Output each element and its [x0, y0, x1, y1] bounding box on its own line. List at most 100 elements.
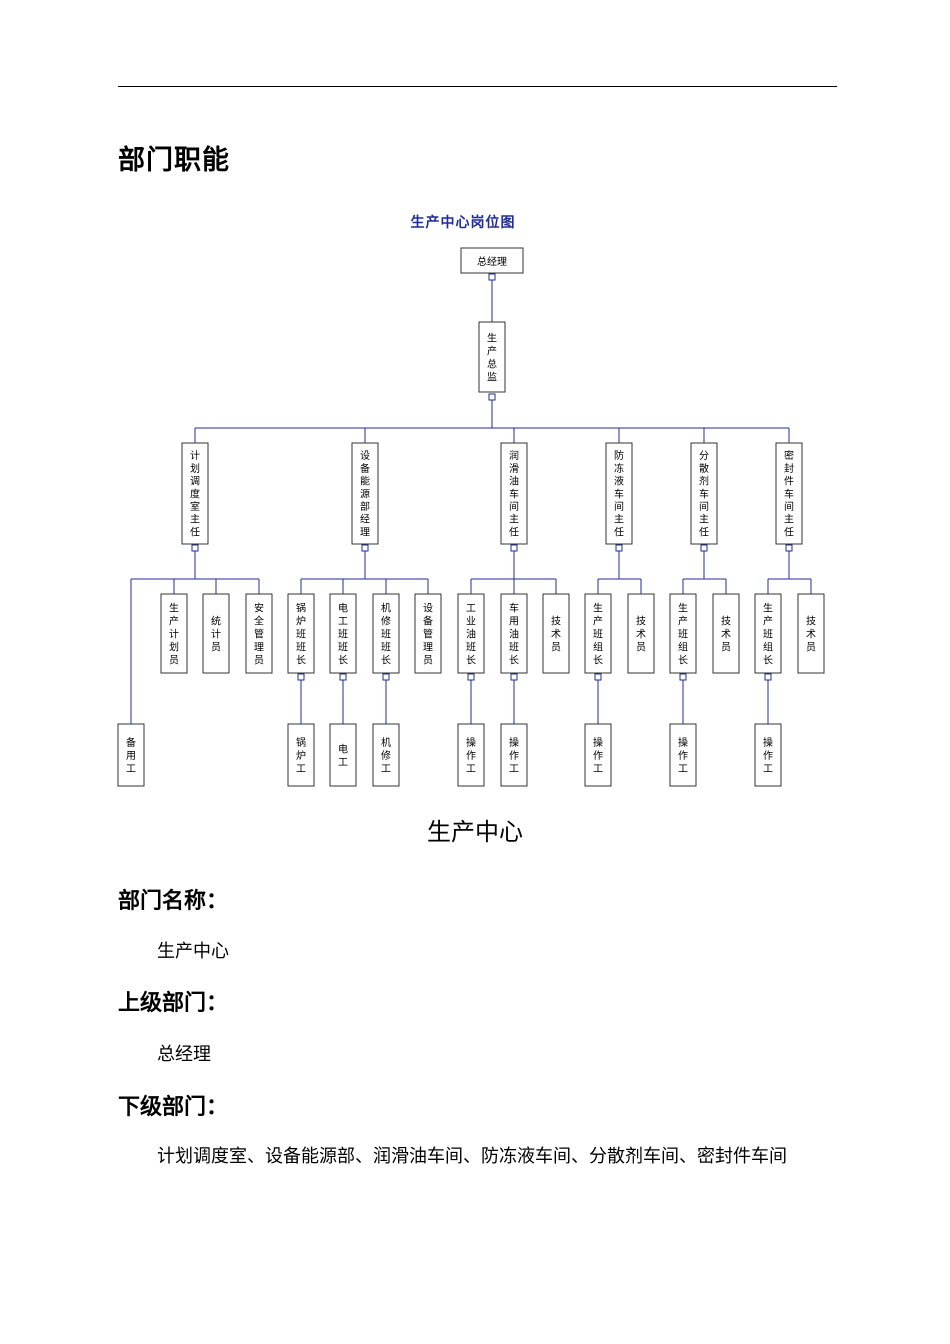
org-staff-box-label-char: 全 — [254, 614, 264, 627]
org-staff-box — [245, 593, 273, 674]
org-worker-box-label-char: 修 — [381, 749, 391, 762]
org-staff-box-label-char: 计 — [211, 627, 221, 640]
org-staff-box-label-char: 用 — [509, 616, 519, 627]
org-worker-box-label-char: 作 — [593, 750, 603, 762]
org-dept-box-label-char: 任 — [509, 525, 519, 538]
org-chart-title: 生产中心岗位图 — [411, 214, 516, 231]
org-dept-box-label-char: 划 — [190, 462, 200, 475]
org-staff-box-label-char: 员 — [423, 654, 433, 666]
org-staff-box-label-char: 长 — [509, 654, 519, 666]
org-staff-box-label-char: 机 — [381, 601, 391, 614]
org-worker-box — [329, 723, 357, 787]
org-worker-box — [669, 723, 697, 787]
org-dept-box-label-char: 部 — [360, 500, 370, 513]
header-rule — [118, 86, 837, 87]
org-staff-box-label-char: 班 — [338, 628, 348, 640]
chart-caption: 生产中心 — [427, 818, 523, 846]
org-dept-box-label-char: 液 — [614, 475, 624, 488]
connector-port — [615, 544, 623, 552]
page-heading: 部门职能 — [118, 145, 230, 176]
org-dept-box-label-char: 源 — [360, 487, 370, 500]
org-dept-box-label-char: 度 — [190, 487, 200, 500]
org-staff-box-label-char: 产 — [169, 614, 179, 627]
org-dept-box — [690, 442, 718, 545]
org-staff-box-label-char: 业 — [466, 615, 476, 627]
section-heading-parent-dept: 上级部门： — [118, 991, 229, 1016]
org-dept-box-label-char: 调 — [190, 476, 200, 488]
org-dept-box-label-char: 间 — [509, 500, 519, 513]
org-dept-box — [181, 442, 209, 545]
org-extra-box-label-char: 工 — [126, 764, 136, 775]
org-staff-box-label-char: 班 — [381, 628, 391, 640]
org-staff-box-label-char: 生 — [763, 601, 773, 614]
org-staff-box-label-char: 班 — [296, 641, 306, 653]
org-dept-box-label-char: 防 — [614, 449, 624, 462]
org-dept-box-label-char: 主 — [699, 514, 709, 526]
section-heading-dept-name: 部门名称： — [118, 889, 229, 914]
org-worker-box-label-char: 作 — [509, 750, 519, 762]
connector-port — [700, 544, 708, 552]
org-staff-box-label-char: 组 — [678, 640, 688, 653]
org-staff-box — [712, 593, 740, 674]
org-staff-box — [287, 593, 315, 674]
connector-port — [382, 673, 390, 681]
org-staff-box-label-char: 生 — [169, 601, 179, 614]
org-staff-box-label-char: 长 — [763, 654, 773, 666]
org-staff-box-label-char: 技 — [806, 614, 816, 627]
org-dept-box-label-char: 间 — [614, 500, 624, 513]
org-staff-box-label-char: 备 — [423, 614, 433, 627]
org-staff-box-label-char: 安 — [254, 601, 264, 614]
org-worker-box-label-char: 工 — [296, 764, 306, 775]
connector-port — [467, 673, 475, 681]
org-director-box — [478, 321, 506, 393]
org-staff-box — [542, 593, 570, 674]
org-worker-box-label-char: 工 — [678, 764, 688, 775]
org-staff-box-label-char: 术 — [551, 628, 561, 640]
org-staff-box-label-char: 理 — [254, 641, 264, 653]
org-extra-box — [117, 723, 145, 787]
org-staff-box-label-char: 员 — [806, 641, 816, 653]
org-staff-box-label-char: 长 — [466, 654, 476, 666]
org-staff-box-label-char: 计 — [169, 627, 179, 640]
org-staff-box-label-char: 技 — [636, 614, 646, 627]
connector-port — [510, 673, 518, 681]
connector-port — [339, 673, 347, 681]
org-staff-box-label-char: 油 — [466, 627, 476, 640]
section-text-sub-depts: 计划调度室、设备能源部、润滑油车间、防冻液车间、分散剂车间、密封件车间 — [157, 1146, 787, 1167]
org-dept-box-label-char: 间 — [699, 500, 709, 513]
org-worker-box-label-char: 作 — [466, 750, 476, 762]
org-staff-box-label-char: 班 — [678, 628, 688, 640]
org-worker-box — [584, 723, 612, 787]
org-worker-box-label-char: 工 — [338, 757, 348, 768]
org-staff-box-label-char: 修 — [381, 614, 391, 627]
org-staff-box-label-char: 长 — [593, 654, 603, 666]
org-worker-box-label-char: 机 — [381, 736, 391, 749]
org-staff-box-label-char: 组 — [593, 640, 603, 653]
org-worker-box-label-char: 作 — [763, 750, 773, 762]
org-worker-box-label-char: 操 — [593, 736, 603, 749]
org-dept-box-label-char: 备 — [360, 462, 370, 475]
org-staff-box — [202, 593, 230, 674]
org-staff-box-label-char: 油 — [509, 627, 519, 640]
org-worker-box — [457, 723, 485, 787]
org-worker-box-label-char: 操 — [509, 736, 519, 749]
org-dept-box — [775, 442, 803, 545]
org-dept-box-label-char: 润 — [509, 449, 519, 462]
org-root-box — [460, 247, 524, 274]
org-staff-box-label-char: 车 — [509, 601, 519, 614]
org-dept-box-label-char: 冻 — [614, 462, 624, 475]
org-worker-box-label-char: 操 — [678, 736, 688, 749]
section-text-dept-name: 生产中心 — [157, 941, 229, 962]
org-dept-box-label-char: 剂 — [699, 475, 709, 488]
org-worker-box-label-char: 工 — [763, 764, 773, 775]
org-staff-box-label-char: 员 — [211, 641, 221, 653]
org-dept-box-label-char: 分 — [699, 450, 709, 462]
org-staff-box-label-char: 划 — [169, 640, 179, 653]
org-staff-box-label-char: 长 — [678, 654, 688, 666]
org-dept-box-label-char: 任 — [699, 525, 709, 538]
org-dept-box — [500, 442, 528, 545]
org-dept-box-label-char: 理 — [360, 526, 370, 538]
section-heading-sub-depts: 下级部门： — [118, 1095, 229, 1120]
org-dept-box-label-char: 经 — [360, 513, 370, 526]
org-staff-box — [457, 593, 485, 674]
